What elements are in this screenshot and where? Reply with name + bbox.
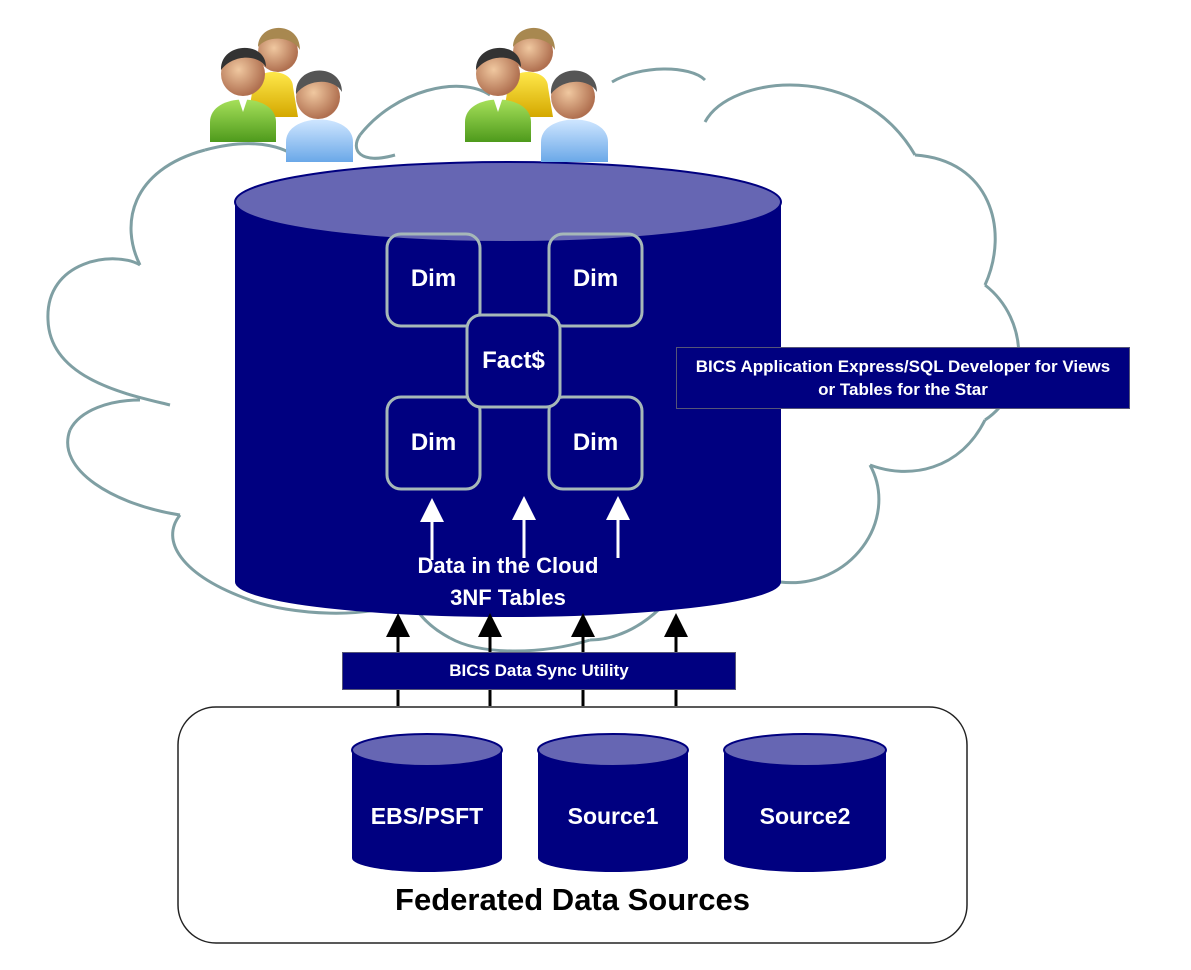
cloud-db-label-line2: 3NF Tables <box>450 585 566 610</box>
sync-utility-banner: BICS Data Sync Utility <box>342 652 736 690</box>
source-cylinder-source2 <box>723 733 887 872</box>
dim-label-bottom-left: Dim <box>410 429 457 456</box>
user-group-icon <box>210 27 353 162</box>
source-cylinder-ebs <box>351 733 503 872</box>
source-label-ebs: EBS/PSFT <box>370 803 484 829</box>
dim-label-bottom-right: Dim <box>572 429 619 456</box>
source-label-source1: Source1 <box>567 803 659 829</box>
source-label-source2: Source2 <box>759 803 851 829</box>
internal-arrows <box>420 496 630 560</box>
dim-label-top-left: Dim <box>410 265 457 292</box>
dim-box-top-right <box>547 232 644 328</box>
dim-box-top-left <box>385 232 482 328</box>
star-schema <box>385 232 644 491</box>
source-cylinder-source1 <box>537 733 689 872</box>
cloud-db-label-line1: Data in the Cloud <box>417 553 599 578</box>
federated-title: Federated Data Sources <box>395 882 750 917</box>
apex-banner: BICS Application Express/SQL Developer f… <box>676 347 1130 409</box>
apex-banner-label: BICS Application Express/SQL Developer f… <box>695 357 1111 399</box>
user-group-icon <box>465 27 608 162</box>
fact-label: Fact$ <box>482 347 545 374</box>
dim-label-top-right: Dim <box>572 265 619 292</box>
fact-box <box>465 313 562 409</box>
dim-box-bottom-left <box>385 395 482 491</box>
sync-utility-label: BICS Data Sync Utility <box>449 661 629 680</box>
source-cylinders <box>351 733 887 872</box>
dim-box-bottom-right <box>547 395 644 491</box>
